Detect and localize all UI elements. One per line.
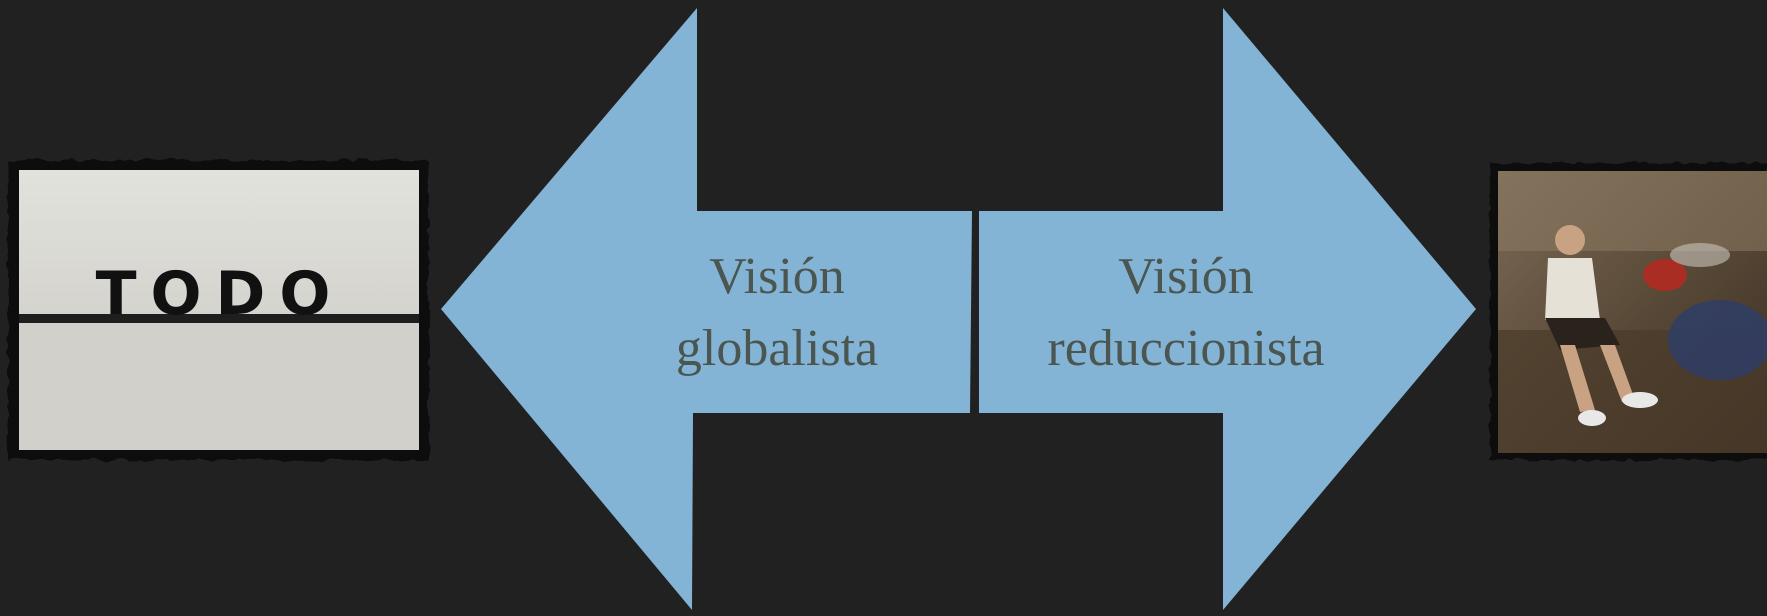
street-photo-image bbox=[1490, 163, 1767, 460]
right-arrow bbox=[979, 8, 1476, 610]
right-arrow-label-line2: reduccionista bbox=[1047, 320, 1324, 377]
left-arrow bbox=[441, 8, 972, 610]
left-arrow-label-line1: Visión bbox=[709, 248, 845, 305]
todo-image: TODO bbox=[8, 160, 429, 460]
right-arrow-label-line1: Visión bbox=[1118, 248, 1254, 305]
left-arrow-label-line2: globalista bbox=[676, 320, 878, 377]
todo-word: TODO bbox=[96, 259, 345, 329]
